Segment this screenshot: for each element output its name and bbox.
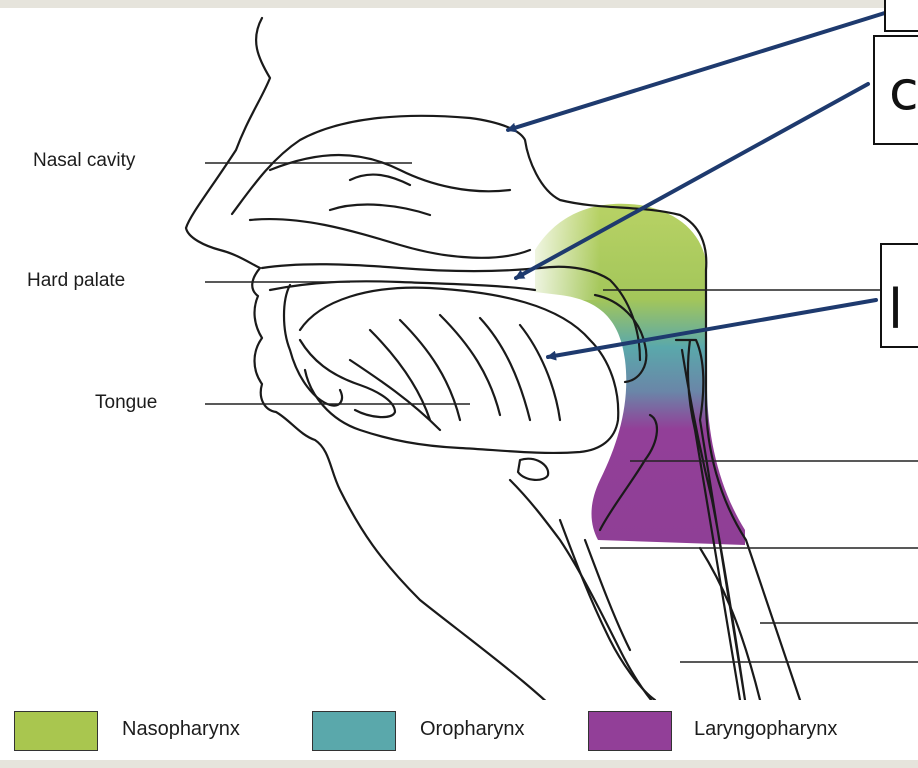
lower-lip: [298, 338, 397, 419]
legend-swatch-nasopharynx: [14, 711, 98, 751]
answer-box-1[interactable]: [884, 0, 918, 32]
label-tongue: Tongue: [95, 392, 158, 413]
pharynx-fade: [520, 185, 600, 300]
answer-box-3-text: l: [888, 278, 904, 341]
tongue-muscle-fibers: [348, 313, 562, 432]
upper-lip: [282, 283, 344, 407]
esophagus: [674, 338, 747, 702]
hard-palate-lower: [268, 280, 537, 292]
legend-label-nasopharynx: Nasopharynx: [122, 718, 240, 740]
legend-swatch-laryngopharynx: [588, 711, 672, 751]
label-nasal-cavity: Nasal cavity: [33, 150, 136, 171]
soft-palate: [593, 293, 648, 384]
trachea-cartilage: [558, 518, 657, 702]
answer-box-2-text: c: [889, 59, 918, 122]
legend-swatch-oropharynx: [312, 711, 396, 751]
legend: Nasopharynx Oropharynx Laryngopharynx: [0, 700, 918, 760]
label-hard-palate: Hard palate: [27, 270, 126, 291]
pointer-arrow-2: [514, 82, 870, 280]
hard-palate-outline: [260, 263, 642, 362]
answer-box-3[interactable]: l: [880, 243, 918, 348]
legend-label-oropharynx: Oropharynx: [420, 718, 525, 740]
answer-box-2[interactable]: c: [873, 35, 918, 145]
hyoid-bone: [516, 457, 550, 481]
bottom-border-strip: [0, 760, 918, 768]
nasal-conchae: [248, 153, 532, 259]
pointer-arrow-3: [546, 298, 878, 361]
epiglottis: [598, 413, 658, 532]
nasal-cavity-outline: [230, 114, 802, 702]
pointer-arrow-1: [506, 10, 890, 133]
tongue-outline: [298, 286, 620, 455]
vertebrae-front: [698, 546, 762, 702]
legend-label-laryngopharynx: Laryngopharynx: [694, 718, 838, 740]
